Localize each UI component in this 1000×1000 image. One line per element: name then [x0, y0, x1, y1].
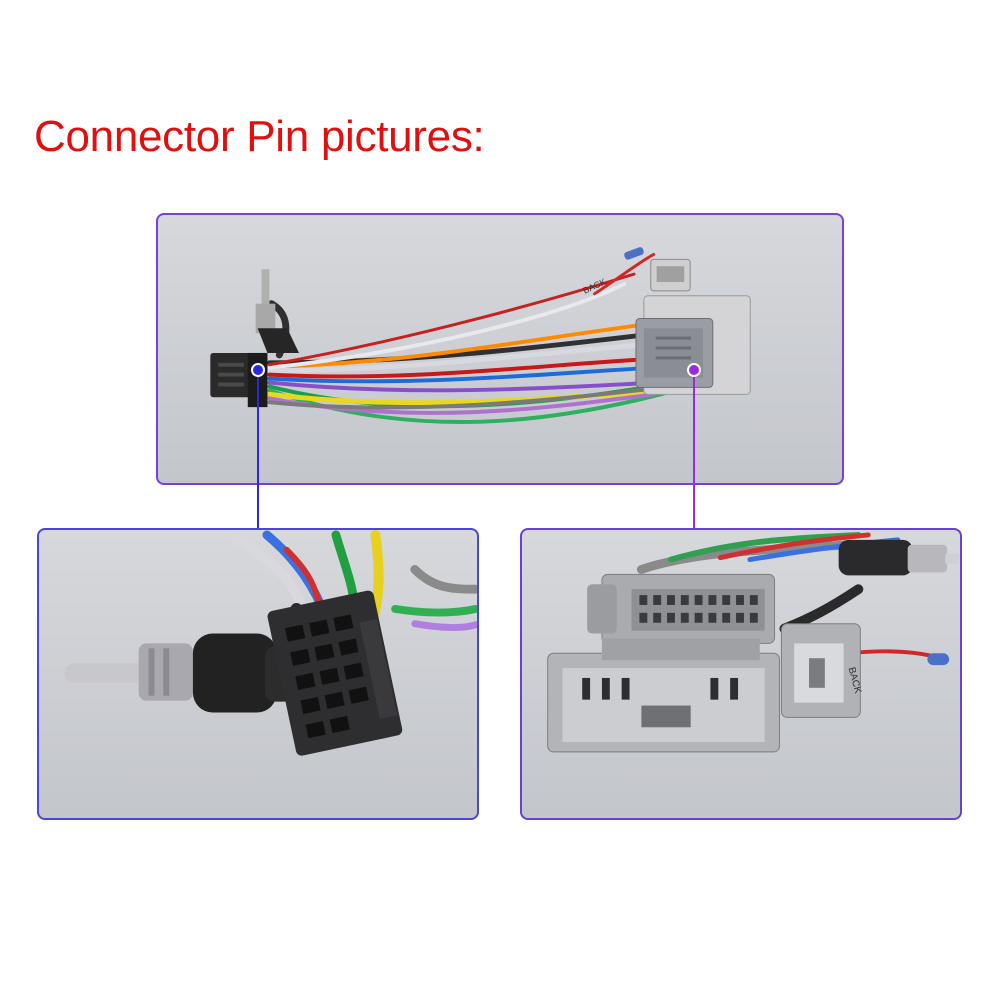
page-title: Connector Pin pictures: — [34, 112, 485, 161]
harness-wires — [266, 252, 676, 424]
vehicle-plugs-closeup-panel: BACK — [520, 528, 962, 820]
harness-photo-panel: BACK — [156, 213, 844, 485]
iso-plug-photo — [64, 530, 477, 756]
lower-grey-connector — [547, 638, 780, 753]
antenna-adapter — [64, 633, 305, 713]
antenna-adapter-right — [838, 539, 959, 576]
small-grey-connector: BACK — [780, 623, 950, 718]
iso-connector-block — [267, 590, 403, 756]
harness-antenna-plug — [255, 269, 299, 353]
harness-iso-plug — [210, 352, 268, 408]
iso-plug-closeup-panel — [37, 528, 479, 820]
harness-vehicle-plugs: BACK — [581, 247, 751, 395]
harness-photo: BACK — [210, 247, 751, 424]
vehicle-plugs-photo: BACK — [547, 531, 959, 753]
upper-grey-connector — [587, 573, 776, 644]
